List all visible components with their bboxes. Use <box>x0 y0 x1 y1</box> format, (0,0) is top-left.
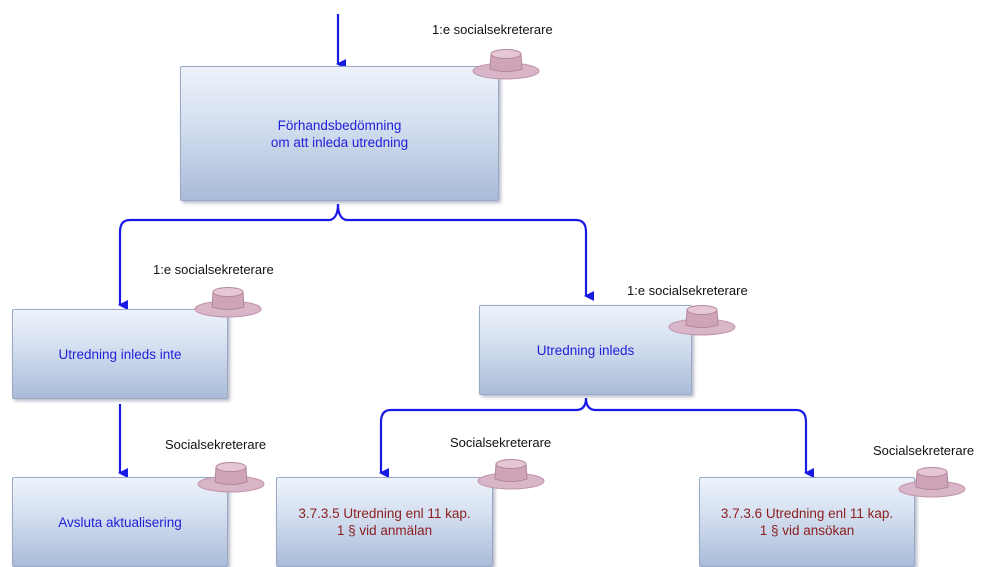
node-avsluta-aktualisering-label: Avsluta aktualisering <box>58 514 182 530</box>
connector-split-bottom <box>584 397 814 478</box>
node-utredning-anmalan-line-1[interactable]: 3.7.3.5 Utredning enl 11 kap. <box>298 506 471 521</box>
role-label-ansokan: Socialsekreterare <box>873 443 975 458</box>
role-label-anmalan: Socialsekreterare <box>450 435 552 450</box>
node-utredning-ansokan-line-2[interactable]: 1 § vid ansökan <box>759 523 855 538</box>
hat-icon <box>898 467 966 498</box>
role-label-inleds: 1:e socialsekreterare <box>627 283 748 298</box>
node-utredning-anmalan-line-2[interactable]: 1 § vid anmälan <box>336 523 433 538</box>
hat-icon <box>477 459 545 490</box>
connector-to-ej-inleds <box>118 203 340 310</box>
node-utredning-inleds: Utredning inleds <box>479 305 692 395</box>
node-utredning-inleds-inte-label: Utredning inleds inte <box>58 346 182 362</box>
node-utredning-ansokan-line-1[interactable]: 3.7.3.6 Utredning enl 11 kap. <box>720 506 894 521</box>
hat-icon <box>194 287 262 318</box>
node-forhandsbedomning-line-1: Förhandsbedömning <box>277 117 402 133</box>
node-utredning-ansokan[interactable]: 3.7.3.6 Utredning enl 11 kap. 1 § vid an… <box>699 477 915 567</box>
node-avsluta-aktualisering: Avsluta aktualisering <box>12 477 228 567</box>
connector-to-anmalan <box>379 397 588 478</box>
role-label-ej-inleds: 1:e socialsekreterare <box>153 262 274 277</box>
node-utredning-inleds-inte: Utredning inleds inte <box>12 309 228 399</box>
role-label-avsluta: Socialsekreterare <box>165 437 267 452</box>
hat-icon <box>668 305 736 336</box>
hat-icon <box>472 49 540 80</box>
node-utredning-anmalan[interactable]: 3.7.3.5 Utredning enl 11 kap. 1 § vid an… <box>276 477 493 567</box>
node-forhandsbedomning-line-2: om att inleda utredning <box>270 134 409 150</box>
hat-icon <box>197 462 265 493</box>
connector-split-top <box>336 203 594 301</box>
role-label-forhandsbedomning: 1:e socialsekreterare <box>432 22 553 37</box>
node-utredning-inleds-label: Utredning inleds <box>536 342 635 358</box>
node-forhandsbedomning: Förhandsbedömning om att inleda utrednin… <box>180 66 499 201</box>
